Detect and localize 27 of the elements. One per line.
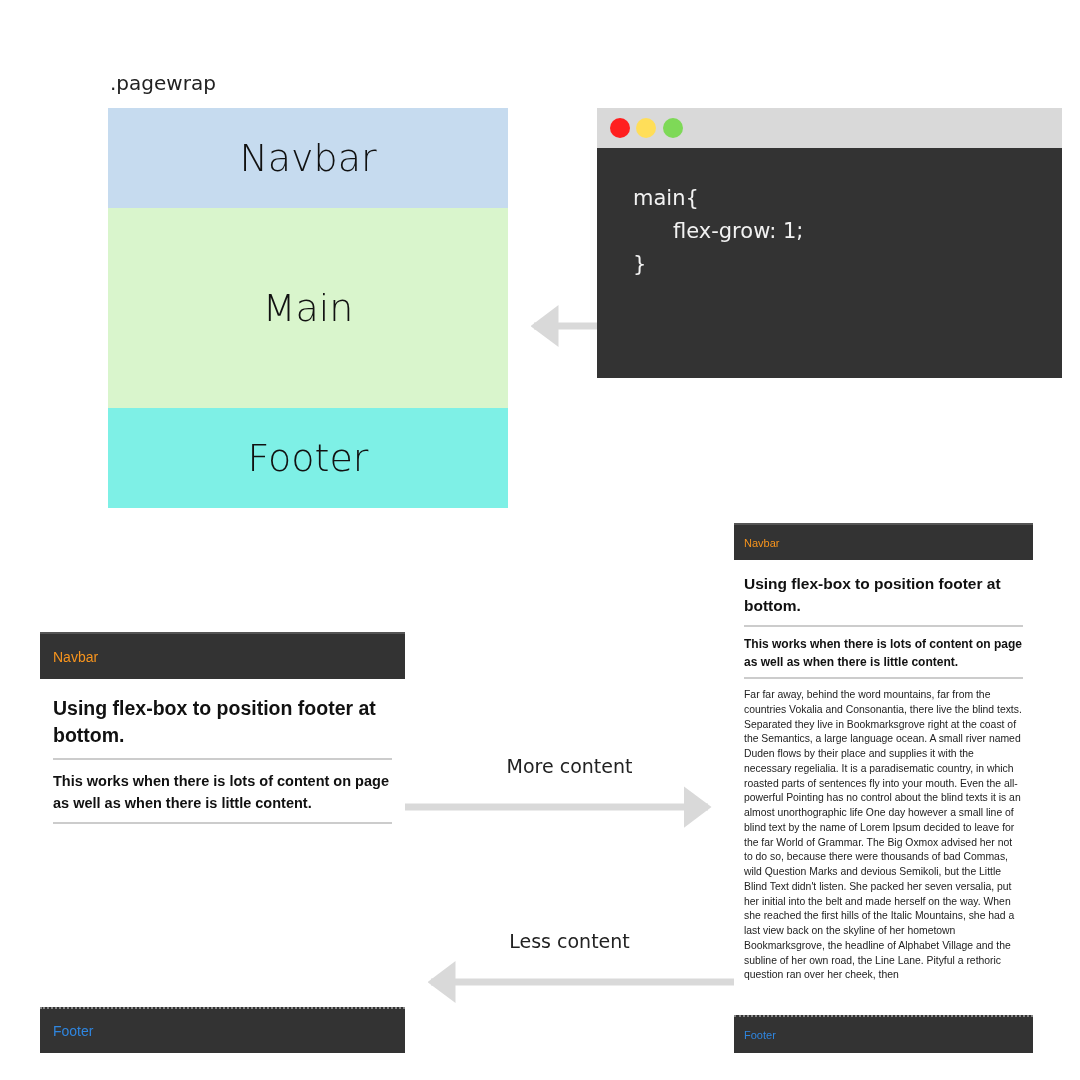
navbar <box>734 523 1033 560</box>
section-label: Main <box>262 286 354 330</box>
arrow <box>530 305 597 347</box>
code-line: flex-grow: 1; <box>673 218 804 245</box>
class-label: .pagewrap <box>110 70 217 97</box>
page-subheading: This works when there is lots of content on page as well as when there is little content. <box>53 772 390 813</box>
section-label: Navbar <box>239 136 377 180</box>
navbar-label: Navbar <box>53 648 99 665</box>
page-heading: Using flex-box to position footer at bottom. <box>53 696 377 748</box>
arrow <box>427 961 734 1003</box>
code-line: } <box>633 251 647 278</box>
footer-label: Footer <box>53 1023 94 1039</box>
page-heading: Using flex-box to position footer at bottom. <box>744 574 1002 616</box>
footer-bar <box>734 1015 1033 1053</box>
footer-bar <box>40 1007 405 1053</box>
arrow <box>405 786 712 828</box>
layout-section <box>108 108 508 208</box>
page-subheading: This works when there is lots of content on page as well as when there is little content. <box>744 636 1023 671</box>
section-label: Footer <box>247 436 369 480</box>
body-paragraph: Far far away, behind the word mountains, far from the countries Vokalia and Consonantia, there live the blind texts. Separated they live in Bookmarksgrove right at the coast of the Semantics, a large language ocean. A small river named Duden flows by their place and supplies it with the necessary regelialia. It is a paradisematic country, in which roasted parts of sentences fly into your mouth. Even the all-powerful Pointing has no control about the blind texts it is an almost unorthographic life One day however a small line of blind text by the name of Lorem Ipsum decided to leave for the far World of Grammar. The Big Oxmox advised her not to do so, because there were thousands of bad Commas, wild Question Marks and devious Semikoli, but the Little Blind Text didn't listen. She packed her seven versalia, put her initial into the belt and made herself on the way. When she reached the first hills of the Italic Mountains, she had a last view back on the skyline of her hometown Bookmarksgrove, the headline of Alphabet Village and the subline of her own road, the Line Lane. Pityful a rethoric question ran over her cheek, then <box>744 688 1023 983</box>
code-line: main{ <box>633 185 699 212</box>
code-window <box>597 108 1062 378</box>
layout-section <box>108 408 508 508</box>
footer-label: Footer <box>744 1029 776 1041</box>
navbar-label: Navbar <box>744 536 780 549</box>
layout-section <box>108 208 508 408</box>
navbar <box>40 632 405 679</box>
